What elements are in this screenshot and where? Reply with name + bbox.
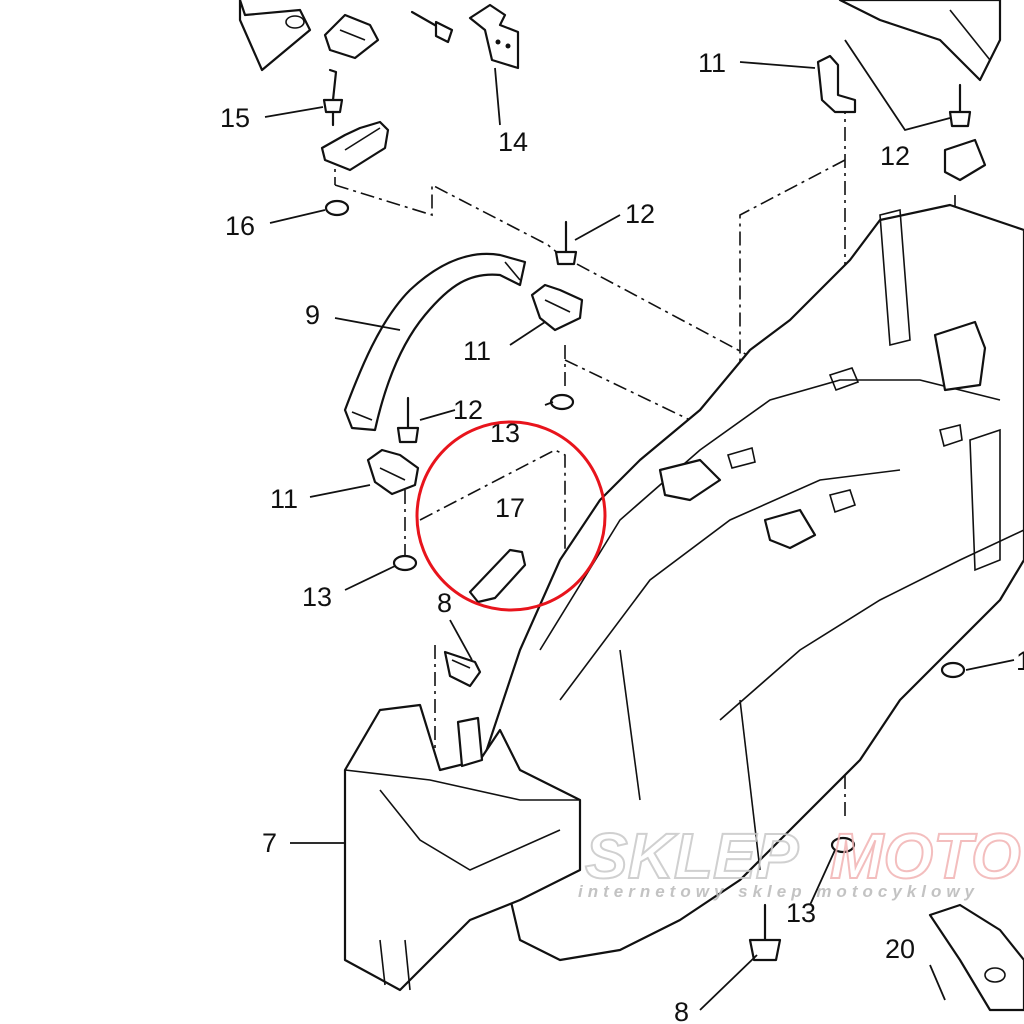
label-11-right: 11	[698, 48, 726, 78]
watermark: SKLEP MOTO internetowy sklep motocyklowy	[578, 819, 1022, 901]
label-13-mid: 13	[302, 582, 332, 612]
label-13-bottom: 13	[786, 898, 816, 928]
top-screw-part	[410, 10, 454, 44]
top-bracket-part	[238, 0, 312, 72]
clip-bracket-14	[320, 120, 390, 172]
label-8-bottom: 8	[674, 997, 689, 1024]
rivet-12-right	[948, 83, 972, 128]
rivet-12-top	[554, 220, 578, 266]
top-bracket-14	[468, 3, 520, 70]
highlight-circle-part-17	[415, 420, 607, 612]
callout-labels: 15 14 16 9 11 12 12 11 12 13 11 17 13 8 …	[220, 48, 1024, 1024]
label-17: 17	[495, 493, 525, 523]
label-edge-1: 1	[1016, 646, 1024, 676]
top-right-fender-part	[838, 0, 1002, 82]
label-11-mid: 11	[270, 484, 298, 514]
part-20	[928, 903, 1024, 1012]
washer-13-top	[549, 393, 575, 411]
rivet-12-mid	[396, 396, 420, 444]
top-clip-part	[323, 13, 380, 60]
washer-16	[324, 199, 350, 217]
watermark-tagline: internetowy sklep motocyklowy	[578, 882, 979, 901]
label-9: 9	[305, 300, 320, 330]
watermark-brand-left: SKLEP	[585, 820, 799, 892]
label-7: 7	[262, 828, 277, 858]
rear-fender-tray	[478, 138, 1024, 962]
bolt-8-bottom	[748, 903, 782, 962]
label-8-top: 8	[437, 588, 452, 618]
battery-box-7	[343, 703, 582, 992]
washer-13-right	[940, 661, 966, 679]
washer-13-bottom	[830, 836, 856, 854]
clip-11-right	[816, 54, 857, 114]
label-12-top: 12	[625, 199, 655, 229]
label-16: 16	[225, 211, 255, 241]
part-17	[468, 548, 527, 604]
label-15: 15	[220, 103, 250, 133]
label-11-top: 11	[463, 336, 491, 366]
bolt-8	[443, 650, 482, 688]
washer-13-mid	[392, 554, 418, 572]
leader-lines	[264, 39, 1015, 1011]
label-14: 14	[498, 127, 528, 157]
label-20: 20	[885, 934, 915, 964]
clip-11-top	[530, 283, 584, 332]
clip-11-mid	[366, 448, 420, 496]
label-12-right: 12	[880, 141, 910, 171]
strap-9	[343, 252, 527, 432]
rivet-15	[322, 68, 344, 127]
label-12-mid: 12	[453, 395, 483, 425]
watermark-brand-right: MOTO	[830, 820, 1021, 892]
